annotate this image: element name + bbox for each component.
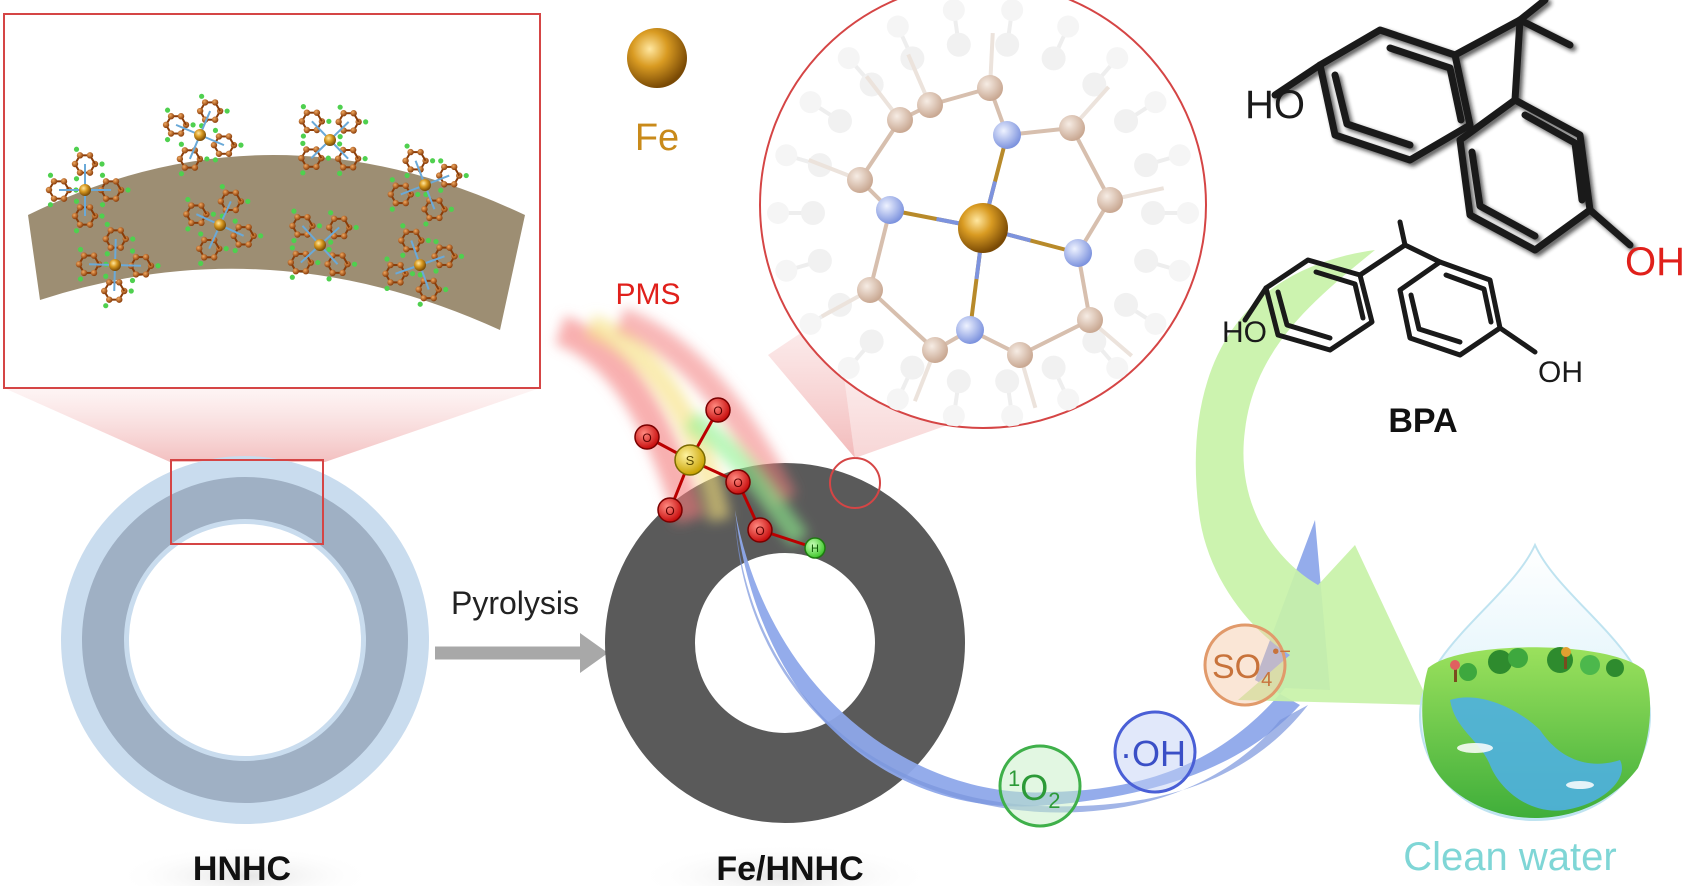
fe-hnhc-label: Fe/HNHC [716,850,863,886]
oxygen-atom-label: O [665,504,674,518]
tree-icons [1450,647,1624,682]
hnhc-zoom-callout [3,13,541,462]
bpa-oh-label: OH [1538,356,1583,389]
pyrolysis-label: Pyrolysis [451,585,579,621]
hnhc-label: HNHC [193,850,291,886]
bpa-molecule-small: HO OH [1222,219,1583,389]
hydrogen-atom-label: H [811,543,819,555]
oxygen-atom-label: O [713,404,722,418]
bpa-molecule-large: HO OH [1245,0,1685,284]
hydroxyl-radical-badge: ·OH [1113,710,1197,794]
bpa-ho-label: HO [1222,316,1267,349]
fe-atom-legend: Fe [627,28,687,159]
oxygen-atom-label: O [755,524,764,538]
pyrolysis-arrow [435,633,608,673]
sulfur-atom-label: S [686,453,695,468]
svg-text:SO4•−: SO4•− [1212,641,1291,691]
clean-water-drop: Clean water [1403,542,1652,879]
svg-text:1O2: 1O2 [1008,766,1061,813]
porphyrin-unit [287,208,359,282]
bpa-ho-label: HO [1245,83,1305,127]
oxygen-atom-label: O [733,476,742,490]
porphyrin-unit [183,184,264,266]
fe-n4-structure [767,0,1199,427]
oxygen-atom-label: O [642,431,651,445]
singlet-oxygen-badge: 1O2 [998,744,1082,828]
porphyrin-unit [45,146,131,234]
clean-water-label: Clean water [1403,835,1616,879]
svg-text:·OH: ·OH [1120,733,1186,774]
fe-porphyrin-clusters [45,93,469,309]
porphyrin-unit [387,143,469,227]
porphyrin-unit [162,93,244,177]
pms-molecule: O O O O O S H [554,307,826,559]
sulfate-radical-badge: SO4•− [1203,623,1291,707]
fe-label: Fe [635,117,679,159]
porphyrin-unit [382,223,465,307]
fe-n4-zoom-callout [759,0,1207,458]
porphyrin-unit [298,104,369,176]
bpa-label: BPA [1388,402,1457,440]
green-flow-arrow [1195,250,1430,705]
bpa-oh-label: OH [1625,240,1685,284]
porphyrin-unit [75,221,161,309]
pms-label: PMS [615,278,680,311]
hnhc-ring [61,456,429,886]
